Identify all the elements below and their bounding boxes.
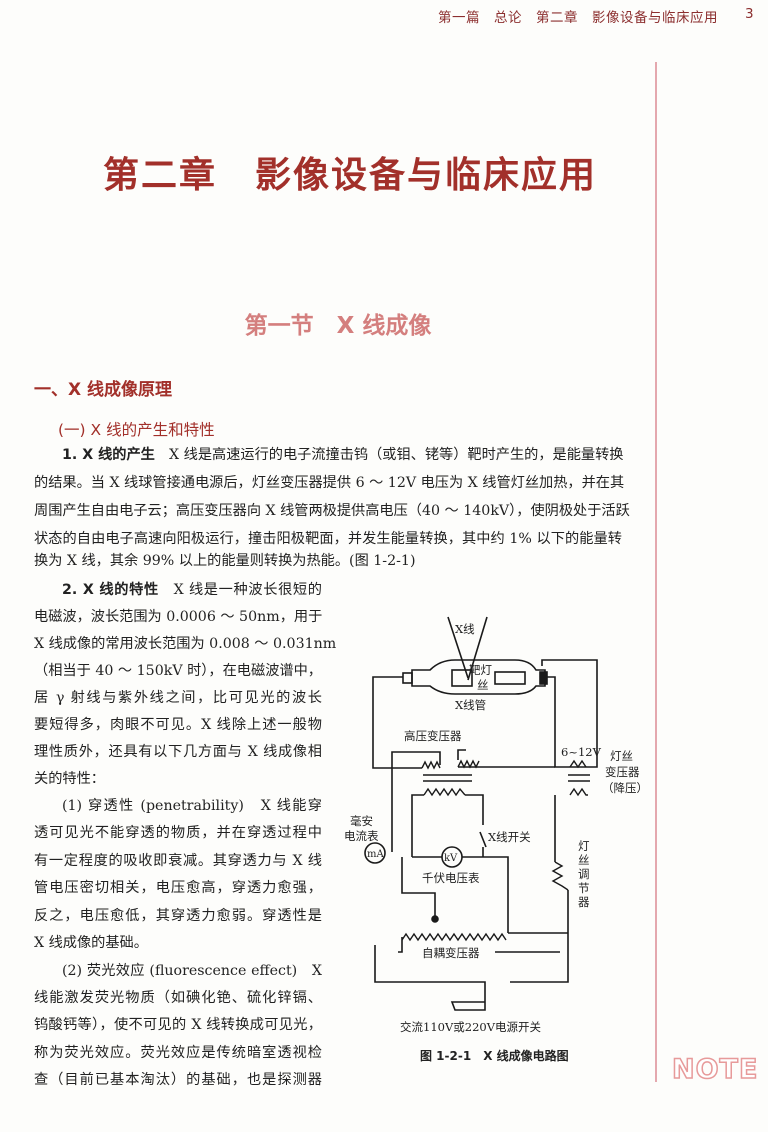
label-ma-meter: 毫安: [350, 814, 373, 828]
paragraph-line: 的结果。当 X 线球管接通电源后，灯丝变压器提供 6 ～ 12V 电压为 X 线…: [34, 475, 625, 491]
paragraph-line: X 线成像的基础。: [34, 935, 148, 951]
xray-circuit-diagram: X线 靶灯 丝 X线管 高压变压器 6~12V 灯丝 变压器 （降压） 毫安 电…: [344, 616, 648, 1034]
paragraph-lead: 1. X 线的产生: [62, 447, 155, 463]
label-regulator: 节: [578, 881, 590, 895]
page-number: 3: [745, 6, 754, 22]
paragraph-line: 关的特性：: [34, 771, 105, 787]
heading-xray-principle: 一、X 线成像原理: [34, 380, 173, 400]
paragraph-line: 电磁波，波长范围为 0.0006 ～ 50nm，用于: [34, 609, 323, 625]
paragraph-line: X 线成像的常用波长范围为 0.008 ～ 0.031nm: [34, 636, 337, 652]
label-voltage: 6~12V: [561, 745, 602, 759]
paragraph-line: 换为 X 线，其余 99% 以上的能量则转换为热能。(图 1-2-1): [34, 553, 416, 569]
paragraph-line: 查（目前已基本淘汰）的基础，也是探测器: [34, 1072, 322, 1088]
label-regulator: 调: [578, 867, 590, 881]
section-title: 第一节 X 线成像: [244, 313, 432, 339]
note-watermark: NOTE: [671, 1053, 759, 1086]
kv-symbol: kV: [444, 853, 458, 864]
running-head: 第一篇 总论 第二章 影像设备与临床应用: [438, 10, 718, 26]
label-target: 靶灯: [469, 663, 492, 677]
label-regulator: 灯: [578, 839, 590, 853]
paragraph-line: (1) 穿透性 (penetrability) X 线能穿: [62, 798, 322, 814]
ma-meter: [364, 842, 386, 864]
label-fil-transformer: （降压）: [602, 781, 648, 795]
paragraph-line: 管电压密切相关，电压愈高，穿透力愈强，: [34, 880, 322, 896]
paragraph-line: 称为荧光效应。荧光效应是传统暗室透视检: [34, 1045, 322, 1061]
paragraph-line: 反之，电压愈低，其穿透力愈弱。穿透性是: [34, 908, 322, 924]
heading-xray-production: (一) X 线的产生和特性: [58, 421, 215, 439]
label-regulator: 丝: [578, 853, 590, 867]
paragraph-line: 理性质外，还具有以下几方面与 X 线成像相: [34, 744, 322, 760]
paragraph-line: 居 γ 射线与紫外线之间，比可见光的波长: [34, 690, 322, 706]
label-xray: X线: [455, 622, 475, 636]
label-fil-transformer: 灯丝: [610, 749, 633, 763]
xray-tube: [402, 659, 548, 695]
label-power-switch: 交流110V或220V电源开关: [400, 1020, 542, 1034]
paragraph-line: 透可见光不能穿透的物质，并在穿透过程中: [34, 825, 322, 841]
paragraph-line: 周围产生自由电子云；高压变压器向 X 线管两极提供高电压（40 ～ 140kV）…: [34, 503, 630, 519]
paragraph-text: X 线是高速运行的电子流撞击钨（或钼、铑等）靶时产生的，是能量转换: [154, 447, 624, 463]
paragraph-line: 2. X 线的特性 X 线是一种波长很短的: [62, 580, 322, 600]
label-ma-meter: 电流表: [344, 829, 379, 843]
label-tube: X线管: [455, 698, 486, 712]
transformer-coils: [401, 759, 590, 942]
label-filament: 丝: [477, 678, 489, 692]
figure-caption: 图 1-2-1 X 线成像电路图: [420, 1049, 569, 1063]
paragraph-text: X 线是一种波长很短的: [158, 582, 322, 598]
paragraph-line: 线能激发荧光物质（如碘化铯、硫化锌镉、: [34, 990, 322, 1006]
chapter-title: 第二章 影像设备与临床应用: [102, 155, 597, 196]
circuit-wires: [372, 659, 598, 1011]
label-regulator: 器: [578, 895, 590, 909]
label-hv-transformer: 高压变压器: [404, 729, 462, 743]
label-kv-meter: 千伏电压表: [422, 871, 480, 885]
paragraph-line: 钨酸钙等），使不可见的 X 线转换成可见光，: [34, 1017, 322, 1033]
paragraph-lead: 2. X 线的特性: [62, 582, 159, 598]
kv-meter: [441, 846, 463, 868]
paragraph-line: 状态的自由电子高速向阳极运行，撞击阳极靶面，并发生能量转换，其中约 1% 以下的…: [34, 531, 622, 547]
ma-symbol: mA: [367, 849, 384, 860]
label-autotransformer: 自耦变压器: [422, 946, 480, 960]
label-fil-transformer: 变压器: [605, 765, 640, 779]
paragraph-line: 要短得多，肉眼不可见。X 线除上述一般物: [34, 717, 322, 733]
paragraph-line: 1. X 线的产生 X 线是高速运行的电子流撞击钨（或钼、铑等）靶时产生的，是能…: [62, 445, 624, 465]
paragraph-line: 有一定程度的吸收即衰减。其穿透力与 X 线: [34, 853, 322, 869]
paragraph-line: （相当于 40 ～ 150kV 时），在电磁波谱中，: [34, 663, 322, 679]
margin-rule: [655, 62, 657, 1082]
paragraph-line: (2) 荧光效应 (fluorescence effect) X: [62, 963, 322, 979]
label-xray-switch: X线开关: [488, 830, 531, 844]
